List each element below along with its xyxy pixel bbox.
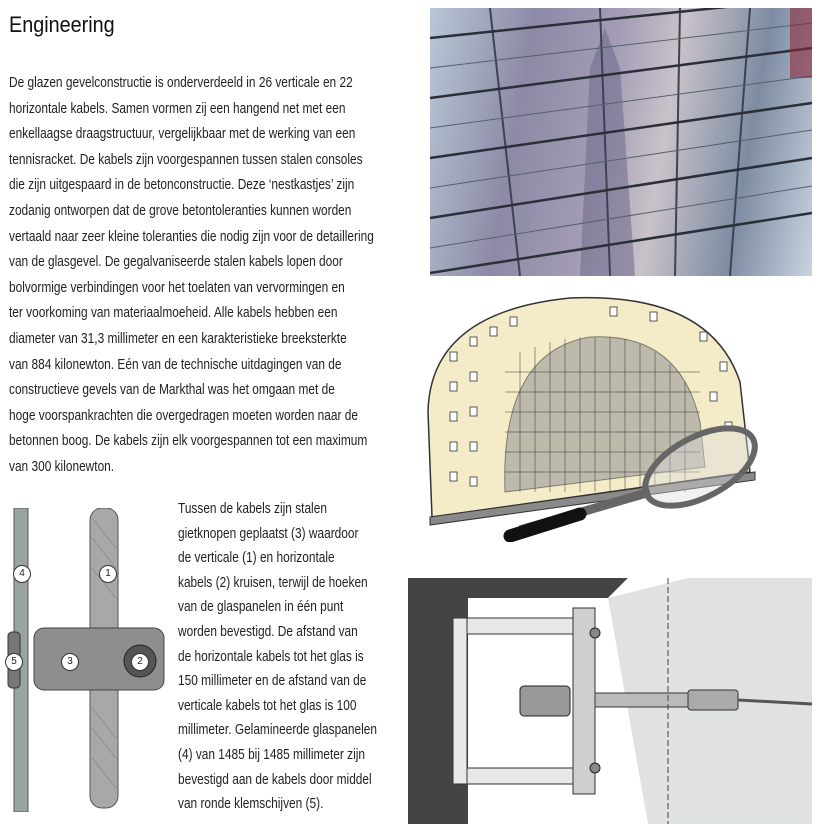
text-line: betonnen boog. De kabels zijn elk voorge… [9,433,368,450]
tennis-racket-diagram [410,292,812,542]
text-line: kabels (2) kruisen, terwijl de hoeken [178,574,368,591]
text-line: horizontale kabels. Samen vormen zij een… [9,100,346,117]
text-line: van 884 kilonewton. Eén van de technisch… [9,356,342,373]
text-line: millimeter. Gelamineerde glaspanelen [178,722,377,739]
text-line: gietknopen geplaatst (3) waardoor [178,525,359,542]
text-line: die zijn uitgespaard in de betonconstruc… [9,177,355,194]
text-line: De glazen gevelconstructie is onderverde… [9,75,353,91]
text-line: verticale kabels tot het glas is 100 [178,697,357,714]
callout-1: 1 [99,565,117,583]
text-line: van de glaspanelen in één punt [178,599,344,616]
text-line: enkellaagse draagstructuur, vergelijkbaa… [9,126,356,143]
text-line: 150 millimeter en de afstand van de [178,673,367,690]
text-line: constructieve gevels van de Markthal was… [9,382,335,399]
callout-3: 3 [61,653,79,671]
text-line: zodanig ontworpen dat de grove betontole… [9,202,352,219]
text-line: hoge voorspankrachten die overgedragen m… [9,407,359,424]
cable-anchor-detail-drawing [408,578,812,824]
cast-node-diagram: 1 2 3 4 5 [4,508,168,812]
node-description-paragraph: Tussen de kabels zijn stalen gietknopen … [178,497,421,817]
engineering-paragraph: De glazen gevelconstructie is onderverde… [9,71,454,481]
text-line: ter voorkoming van materiaalmoeheid. All… [9,305,338,322]
text-line: de verticale (1) en horizontale [178,550,335,567]
callout-4: 4 [13,565,31,583]
text-line: van 300 kilonewton. [9,458,115,475]
glass-facade-photo [430,8,812,276]
text-line: de horizontale kabels tot het glas is [178,648,364,665]
text-line: Tussen de kabels zijn stalen [178,501,327,517]
callout-2: 2 [131,653,149,671]
text-line: van de glasgevel. De gegalvaniseerde sta… [9,254,343,271]
text-line: worden bevestigd. De afstand van [178,623,358,640]
text-line: tennisracket. De kabels zijn voorgespann… [9,151,363,168]
text-line: bolvormige verbindingen voor het toelate… [9,279,345,296]
page-title: Engineering [9,12,115,37]
text-line: bevestigd aan de kabels door middel [178,771,372,788]
text-line: vertaald naar zeer kleine toleranties di… [9,228,374,245]
text-line: (4) van 1485 bij 1485 millimeter zijn [178,746,366,763]
text-line: van ronde klemschijven (5). [178,796,324,813]
text-line: diameter van 31,3 millimeter en een kara… [9,330,347,347]
callout-5: 5 [5,653,23,671]
